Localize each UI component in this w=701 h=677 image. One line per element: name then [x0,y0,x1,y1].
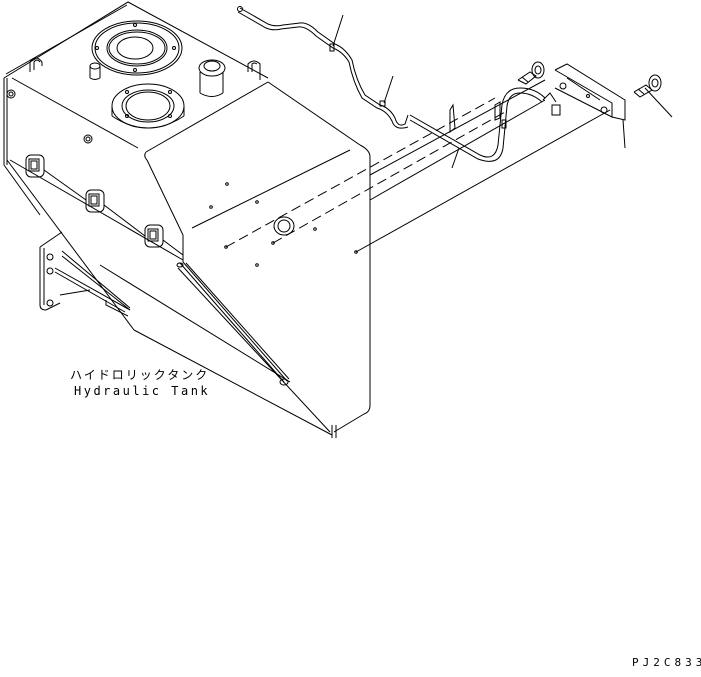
tube-lower [409,87,561,162]
grommets [25,154,164,248]
breather-cap [198,59,226,97]
filler-port-small [111,83,185,129]
tank-label-japanese: ハイドロリックタンク [70,368,210,382]
mounting-holes [209,182,358,267]
tube-upper [237,6,409,129]
tank-label-english: Hydraulic Tank [74,384,211,398]
drawing-code: PJ2C833 [632,656,701,669]
bolt-left [517,61,545,85]
bracket [554,63,626,121]
leader-lines [332,14,673,169]
bolt-right [633,74,662,98]
filler-port-large [91,20,183,76]
dowel [89,62,101,80]
hydraulic-tank [3,1,371,438]
